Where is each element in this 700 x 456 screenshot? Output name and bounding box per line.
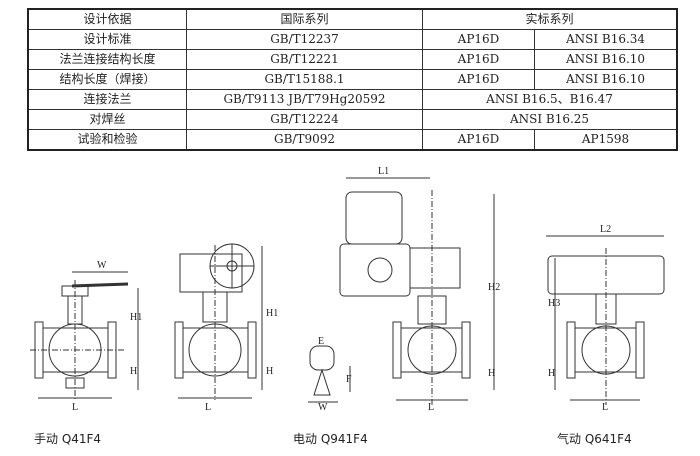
dim-l-label: L [428,402,434,413]
dim-h-label: H [130,366,137,377]
intl-cell: GB/T12237 [186,29,423,50]
std-merged-cell: ANSI B16.5、B16.47 [422,89,678,110]
row-label: 对焊丝 [27,109,187,130]
dim-h1-label: H1 [130,312,142,323]
std-a-cell: AP16D [422,49,535,70]
dim-l2-label: L2 [600,224,611,235]
dim-f-label: F [346,374,352,385]
std-a-cell: AP16D [422,29,535,50]
dim-h2-label: H2 [488,282,500,293]
row-label: 试验和检验 [27,129,187,151]
dim-l-label: L [72,402,78,413]
dim-l-label: L [205,402,211,413]
electric-valve-drawing [174,243,351,403]
dim-h3-label: H3 [548,298,560,309]
std-a-cell: AP16D [422,69,535,90]
std-b-cell: AP1598 [534,129,678,151]
manual-valve-drawing [30,271,139,400]
dim-h-label: H [548,368,555,379]
electric-actuator-valve-drawing [339,177,495,405]
dim-w-label: W [318,402,328,413]
std-b-cell: ANSI B16.10 [534,69,678,90]
dim-e-label: E [318,336,324,347]
std-b-cell: ANSI B16.10 [534,49,678,70]
intl-cell: GB/T9092 [186,129,423,151]
dim-l1-label: L1 [378,166,389,177]
std-a-cell: AP16D [422,129,535,151]
intl-cell: GB/T12224 [186,109,423,130]
electric-caption: 电动 Q941F4 [293,432,368,446]
std-merged-cell: ANSI B16.25 [422,109,678,130]
dim-w-label: W [97,260,107,271]
manual-caption: 手动 Q41F4 [34,432,102,446]
dim-h1-label: H1 [266,308,278,319]
pneumatic-caption: 气动 Q641F4 [557,432,632,446]
dim-l-label: L [602,402,608,413]
pneumatic-valve-drawing [546,235,665,405]
dim-h-label: H [266,366,273,377]
table-header-row: 设计依据 国际系列 实标系列 [27,8,678,30]
dim-h-label: H [488,368,495,379]
